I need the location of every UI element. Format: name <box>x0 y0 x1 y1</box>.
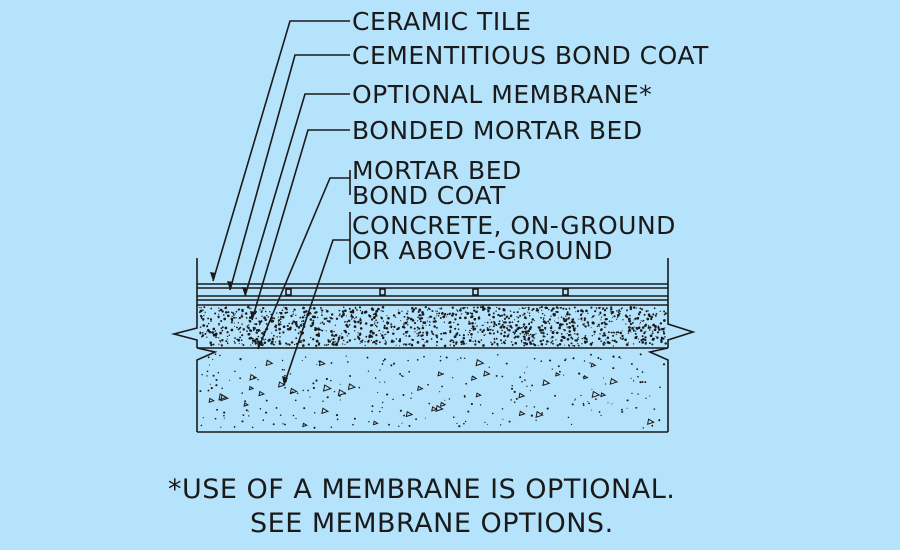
label-bonded-mortar-bed: BONDED MORTAR BED <box>352 116 643 145</box>
concrete-right-break <box>647 347 669 432</box>
concrete-left-break <box>196 347 218 432</box>
label-or-above-ground: OR ABOVE-GROUND <box>352 236 614 265</box>
tile-joints <box>285 288 569 296</box>
mortar-bed-right-break <box>667 305 696 348</box>
leader-lines <box>212 20 351 386</box>
label-bond-coat: BOND COAT <box>352 181 506 210</box>
label-optional-membrane: OPTIONAL MEMBRANE* <box>352 80 653 109</box>
mortar-bed-left-break <box>170 305 198 348</box>
label-concrete-on-ground: CONCRETE, ON-GROUND <box>352 211 676 240</box>
label-ceramic-tile: CERAMIC TILE <box>352 7 532 36</box>
concrete-aggregate <box>208 358 655 428</box>
mortar-stipple <box>198 305 667 348</box>
label-mortar-bed: MORTAR BED <box>352 156 522 185</box>
concrete-stipple <box>199 353 666 429</box>
footnote-line-2: SEE MEMBRANE OPTIONS. <box>250 508 614 539</box>
footnote-line-1: *USE OF A MEMBRANE IS OPTIONAL. <box>168 474 676 505</box>
label-cementitious-bond-coat: CEMENTITIOUS BOND COAT <box>352 41 709 70</box>
